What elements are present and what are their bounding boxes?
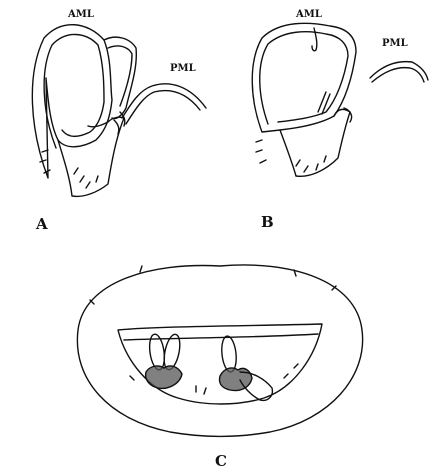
panel-a-aml-leaflet-inner — [44, 34, 104, 148]
panel-c-drawing — [77, 265, 362, 437]
panel-c-left-papillary — [146, 366, 182, 388]
panel-b-chord — [318, 92, 330, 114]
panel-c-label: C — [215, 454, 227, 469]
panel-c-outer-rim — [77, 265, 362, 437]
panel-a-pml-label: PML — [170, 64, 196, 74]
panel-b-aml-label: AML — [296, 10, 322, 20]
panel-b-wall-ticks — [256, 140, 326, 172]
panel-a-label: A — [36, 217, 48, 232]
panel-b-label: B — [261, 215, 274, 230]
panel-c-right-papillary — [219, 368, 252, 391]
panel-a-aml-label: AML — [68, 10, 94, 20]
panel-c-right-loop-1 — [220, 335, 238, 372]
panel-a-pml-leaflet — [122, 84, 206, 118]
panel-a-papillary-muscle — [58, 117, 124, 196]
panel-b-pml-label: PML — [382, 39, 408, 49]
panel-b-aml-leaflet-inner — [260, 32, 348, 124]
panel-b-papillary-muscle — [280, 109, 350, 176]
panel-a-drawing — [32, 25, 206, 197]
